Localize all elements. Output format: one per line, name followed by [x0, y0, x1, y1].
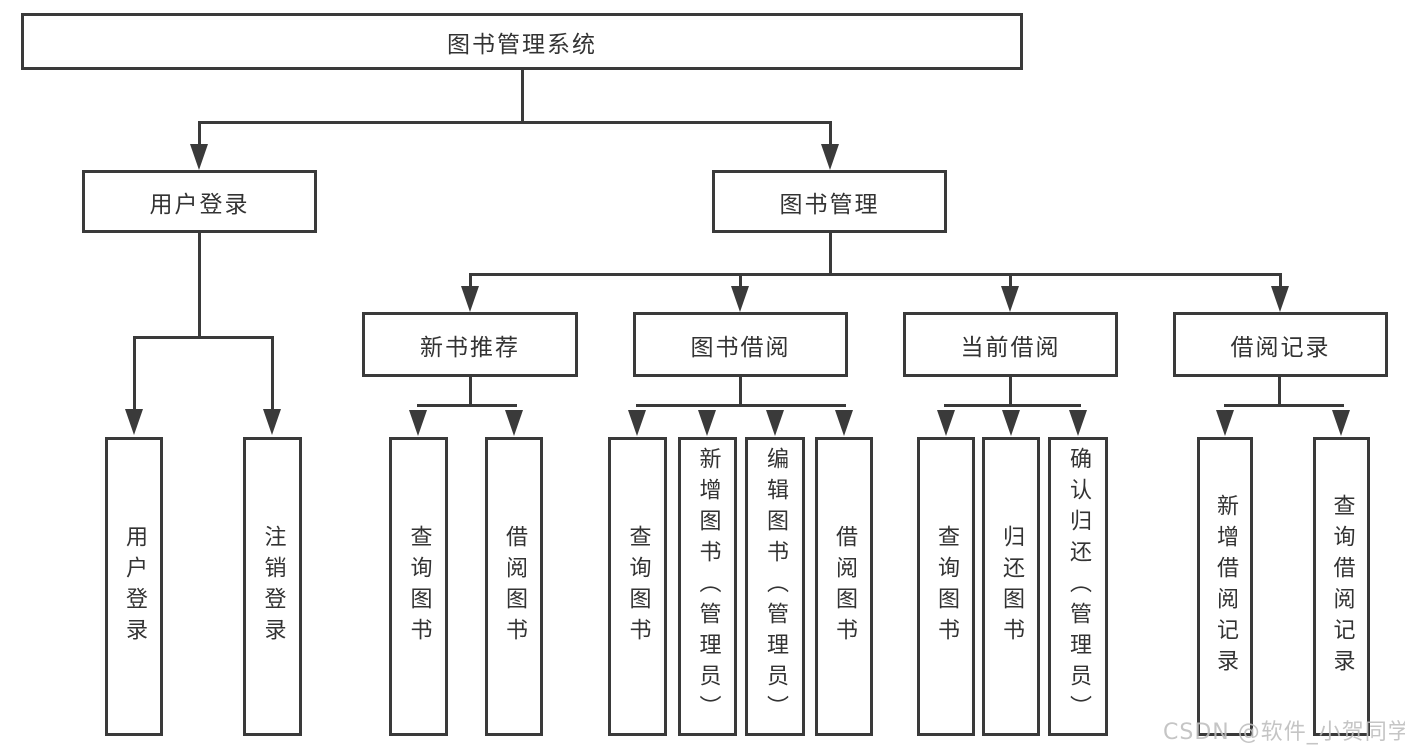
node-user-login-label: 用户登录 — [149, 191, 250, 218]
leaf-borrow-borrow-books: 借阅图书 — [815, 437, 873, 736]
arrowhead-nb-query — [409, 410, 427, 436]
leaf-borrow-edit-books-admin: 编辑图书（管理员） — [745, 437, 805, 736]
arrowhead-book-borrow — [731, 286, 749, 312]
leaf-record-query-borrow-record: 查询借阅记录 — [1313, 437, 1370, 736]
node-current-borrow: 当前借阅 — [903, 312, 1118, 377]
node-book-management: 图书管理 — [712, 170, 947, 233]
connector-new-book-stem — [469, 377, 472, 407]
connector-book-borrow-stem — [739, 377, 742, 407]
leaf-newbook-borrow-books-label: 借阅图书 — [502, 524, 527, 649]
leaf-user-login: 用户登录 — [105, 437, 163, 736]
leaf-newbook-borrow-books: 借阅图书 — [485, 437, 543, 736]
leaf-logout: 注销登录 — [243, 437, 302, 736]
arrowhead-leaf-user-login — [125, 409, 143, 435]
leaf-current-confirm-return-admin: 确认归还（管理员） — [1048, 437, 1108, 736]
leaf-logout-label: 注销登录 — [260, 524, 286, 649]
arrowhead-br-add — [1216, 410, 1234, 436]
connector-drop-book-mgmt — [829, 124, 832, 146]
leaf-borrow-query-books-label: 查询图书 — [625, 524, 651, 649]
connector-user-login-stem — [198, 233, 201, 339]
arrowhead-cb-query — [937, 410, 955, 436]
connector-level3-bus — [469, 273, 1282, 276]
connector-new-book-bus — [417, 404, 517, 407]
node-borrow-record-label: 借阅记录 — [1230, 334, 1331, 361]
leaf-current-confirm-return-admin-label: 确认归还（管理员） — [1066, 447, 1091, 726]
arrowhead-current-borrow — [1001, 286, 1019, 312]
arrowhead-book-mgmt — [821, 144, 839, 170]
arrowhead-borrow-record — [1271, 286, 1289, 312]
node-root-label: 图书管理系统 — [447, 31, 597, 58]
leaf-newbook-query-books: 查询图书 — [389, 437, 448, 736]
connector-drop-book-borrow — [739, 276, 742, 288]
leaf-borrow-query-books: 查询图书 — [608, 437, 667, 736]
arrowhead-nb-borrow — [505, 410, 523, 436]
leaf-record-add-borrow-record-label: 新增借阅记录 — [1213, 493, 1238, 680]
connector-current-borrow-bus — [944, 404, 1081, 407]
leaf-record-add-borrow-record: 新增借阅记录 — [1197, 437, 1253, 736]
leaf-current-query-books: 查询图书 — [917, 437, 975, 736]
leaf-borrow-borrow-books-label: 借阅图书 — [832, 524, 857, 649]
node-book-management-label: 图书管理 — [779, 191, 880, 218]
leaf-current-return-books: 归还图书 — [982, 437, 1040, 736]
csdn-watermark: CSDN @软件_小贺同学 — [1163, 720, 1405, 745]
connector-user-login-bus — [133, 336, 274, 339]
leaf-user-login-label: 用户登录 — [122, 524, 147, 649]
arrowhead-bb-add — [698, 410, 716, 436]
arrowhead-bb-borrow — [835, 410, 853, 436]
leaf-current-query-books-label: 查询图书 — [934, 524, 959, 649]
connector-book-borrow-bus — [636, 404, 846, 407]
arrowhead-leaf-logout — [263, 409, 281, 435]
connector-drop-new-book — [469, 276, 472, 288]
node-new-book-recommend-label: 新书推荐 — [420, 334, 520, 361]
connector-drop-user-login — [198, 124, 201, 146]
node-user-login: 用户登录 — [82, 170, 317, 233]
connector-current-borrow-stem — [1009, 377, 1012, 407]
node-new-book-recommend: 新书推荐 — [362, 312, 578, 377]
connector-borrow-record-stem — [1278, 377, 1281, 407]
connector-drop-current-borrow — [1009, 276, 1012, 288]
node-book-borrow: 图书借阅 — [633, 312, 848, 377]
leaf-newbook-query-books-label: 查询图书 — [406, 524, 432, 649]
connector-drop-leaf-user-login — [133, 339, 136, 411]
leaf-borrow-add-books-admin: 新增图书（管理员） — [678, 437, 737, 736]
arrowhead-bb-edit — [766, 410, 784, 436]
node-borrow-record: 借阅记录 — [1173, 312, 1388, 377]
connector-book-mgmt-stem — [829, 233, 832, 276]
node-root-system: 图书管理系统 — [21, 13, 1023, 70]
arrowhead-cb-return — [1002, 410, 1020, 436]
leaf-current-return-books-label: 归还图书 — [999, 524, 1024, 649]
arrowhead-cb-confirm — [1069, 410, 1087, 436]
node-book-borrow-label: 图书借阅 — [690, 334, 791, 361]
arrowhead-br-query — [1332, 410, 1350, 436]
connector-drop-leaf-logout — [271, 339, 274, 411]
leaf-record-query-borrow-record-label: 查询借阅记录 — [1329, 493, 1355, 680]
connector-root-stem — [521, 70, 524, 124]
connector-drop-borrow-record — [1279, 276, 1282, 288]
arrowhead-new-book — [461, 286, 479, 312]
leaf-borrow-edit-books-admin-label: 编辑图书（管理员） — [763, 447, 788, 726]
leaf-borrow-add-books-admin-label: 新增图书（管理员） — [695, 447, 721, 726]
node-current-borrow-label: 当前借阅 — [960, 334, 1061, 361]
arrowhead-bb-query — [628, 410, 646, 436]
connector-level2-bus — [198, 121, 832, 124]
connector-borrow-record-bus — [1224, 404, 1344, 407]
arrowhead-user-login — [190, 144, 208, 170]
